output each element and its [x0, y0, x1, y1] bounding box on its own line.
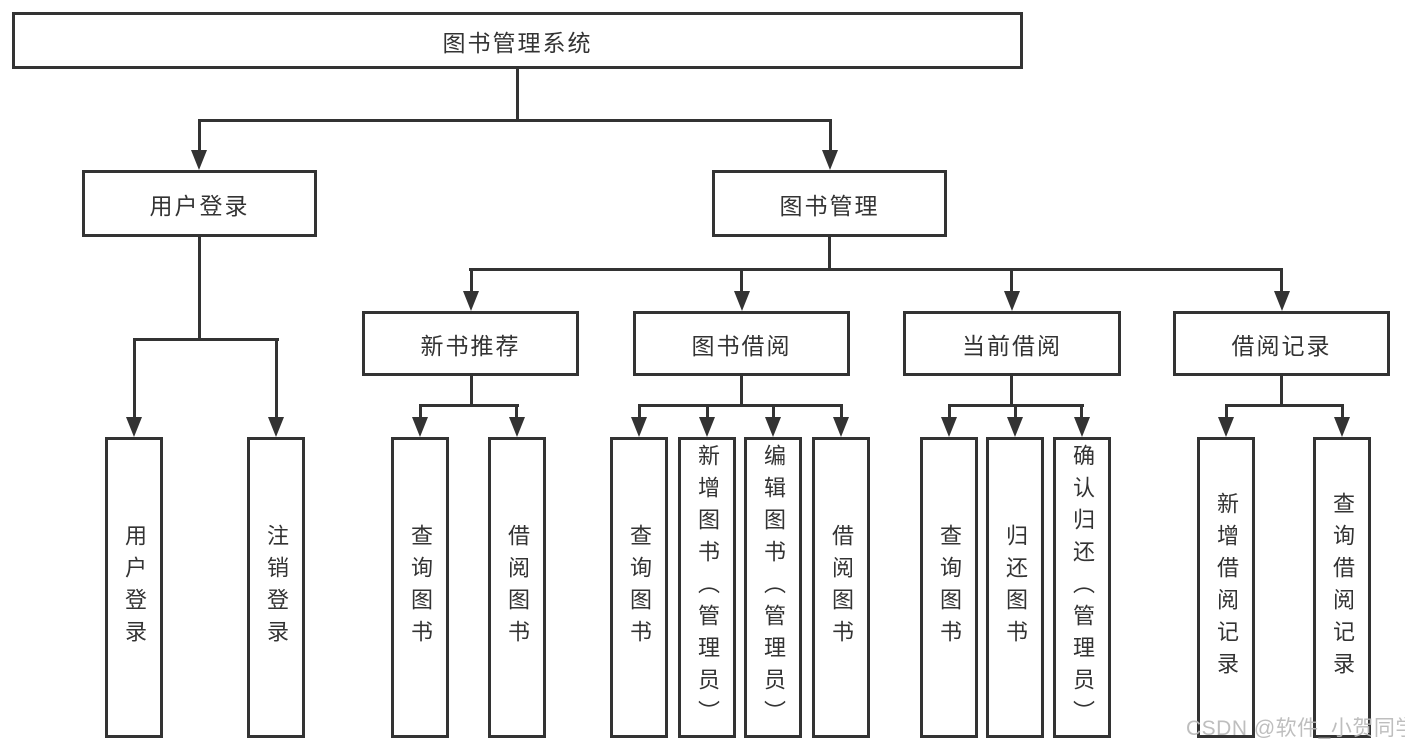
connector-line — [133, 338, 279, 341]
arrow-down-icon — [1007, 417, 1023, 437]
node-current-confirm-return-admin: 确认归还（管理员） — [1053, 437, 1111, 738]
node-recommend-query-books-label: 查询图书 — [408, 523, 433, 652]
connector-line — [515, 404, 518, 419]
node-borrow-query-books-label: 查询图书 — [627, 523, 652, 652]
watermark: CSDN @软件_小贺同学 — [1186, 717, 1405, 740]
node-current-query-books-label: 查询图书 — [937, 523, 962, 652]
arrow-down-icon — [822, 150, 838, 170]
connector-line — [198, 119, 832, 122]
arrow-down-icon — [1004, 291, 1020, 311]
node-borrow-add-books-admin-label: 新增图书（管理员） — [695, 443, 720, 732]
connector-line — [638, 404, 641, 419]
node-recommend-borrow-books-label: 借阅图书 — [505, 523, 530, 652]
connector-line — [1225, 404, 1344, 407]
node-records-add-record: 新增借阅记录 — [1197, 437, 1255, 738]
node-book-management: 图书管理 — [712, 170, 947, 237]
connector-line — [740, 268, 743, 294]
connector-line — [275, 338, 278, 420]
node-new-book-recommend: 新书推荐 — [362, 311, 579, 376]
node-new-book-recommend-label: 新书推荐 — [420, 332, 521, 359]
arrow-down-icon — [191, 150, 207, 170]
node-root-system: 图书管理系统 — [12, 12, 1023, 69]
connector-line — [469, 268, 1283, 271]
arrow-down-icon — [463, 291, 479, 311]
node-borrow-query-books: 查询图书 — [610, 437, 668, 738]
arrow-down-icon — [1334, 417, 1350, 437]
arrow-down-icon — [833, 417, 849, 437]
connector-line — [470, 268, 473, 294]
connector-line — [470, 376, 473, 407]
node-borrow-edit-books-admin-label: 编辑图书（管理员） — [761, 443, 786, 732]
node-user-login: 用户登录 — [82, 170, 317, 237]
connector-line — [1280, 376, 1283, 407]
node-current-confirm-return-admin-label: 确认归还（管理员） — [1070, 443, 1095, 732]
connector-line — [1341, 404, 1344, 419]
node-book-borrow: 图书借阅 — [633, 311, 850, 376]
connector-line — [772, 404, 775, 419]
connector-line — [948, 404, 951, 419]
connector-line — [198, 119, 201, 152]
arrow-down-icon — [734, 291, 750, 311]
connector-line — [419, 404, 519, 407]
node-current-query-books: 查询图书 — [920, 437, 978, 738]
node-borrow-add-books-admin: 新增图书（管理员） — [678, 437, 736, 738]
node-recommend-borrow-books: 借阅图书 — [488, 437, 546, 738]
connector-line — [706, 404, 709, 419]
connector-line — [419, 404, 422, 419]
node-recommend-query-books: 查询图书 — [391, 437, 449, 738]
node-borrow-records: 借阅记录 — [1173, 311, 1390, 376]
node-current-return-books: 归还图书 — [986, 437, 1044, 738]
node-borrow-records-label: 借阅记录 — [1231, 332, 1332, 359]
arrow-down-icon — [1274, 291, 1290, 311]
connector-line — [1080, 404, 1083, 419]
node-current-return-books-label: 归还图书 — [1003, 523, 1028, 652]
node-book-borrow-label: 图书借阅 — [691, 332, 792, 359]
connector-line — [840, 404, 843, 419]
connector-line — [133, 338, 136, 420]
node-login-logout: 注销登录 — [247, 437, 305, 738]
connector-line — [1010, 268, 1013, 294]
node-records-add-record-label: 新增借阅记录 — [1214, 491, 1239, 684]
connector-line — [198, 237, 201, 341]
arrow-down-icon — [699, 417, 715, 437]
node-current-borrow-label: 当前借阅 — [962, 332, 1062, 359]
node-records-query-record-label: 查询借阅记录 — [1330, 491, 1355, 684]
connector-line — [516, 69, 519, 120]
node-records-query-record: 查询借阅记录 — [1313, 437, 1371, 738]
arrow-down-icon — [1074, 417, 1090, 437]
connector-line — [1010, 376, 1013, 407]
arrow-down-icon — [765, 417, 781, 437]
connector-line — [1280, 268, 1283, 294]
node-borrow-borrow-books: 借阅图书 — [812, 437, 870, 738]
arrow-down-icon — [509, 417, 525, 437]
node-login-user-label: 用户登录 — [122, 523, 147, 652]
node-current-borrow: 当前借阅 — [903, 311, 1121, 376]
arrow-down-icon — [631, 417, 647, 437]
node-user-login-label: 用户登录 — [149, 192, 250, 219]
connector-line — [1225, 404, 1228, 419]
node-borrow-edit-books-admin: 编辑图书（管理员） — [744, 437, 802, 738]
node-borrow-borrow-books-label: 借阅图书 — [829, 523, 854, 652]
node-login-user: 用户登录 — [105, 437, 163, 738]
arrow-down-icon — [1218, 417, 1234, 437]
connector-line — [1014, 404, 1017, 419]
connector-line — [829, 119, 832, 152]
arrow-down-icon — [268, 417, 284, 437]
arrow-down-icon — [412, 417, 428, 437]
node-book-management-label: 图书管理 — [779, 192, 880, 219]
connector-line — [828, 237, 831, 271]
node-root-system-label: 图书管理系统 — [442, 29, 593, 56]
connector-line — [740, 376, 743, 407]
connector-line — [638, 404, 843, 407]
arrow-down-icon — [126, 417, 142, 437]
arrow-down-icon — [941, 417, 957, 437]
node-login-logout-label: 注销登录 — [264, 523, 289, 652]
